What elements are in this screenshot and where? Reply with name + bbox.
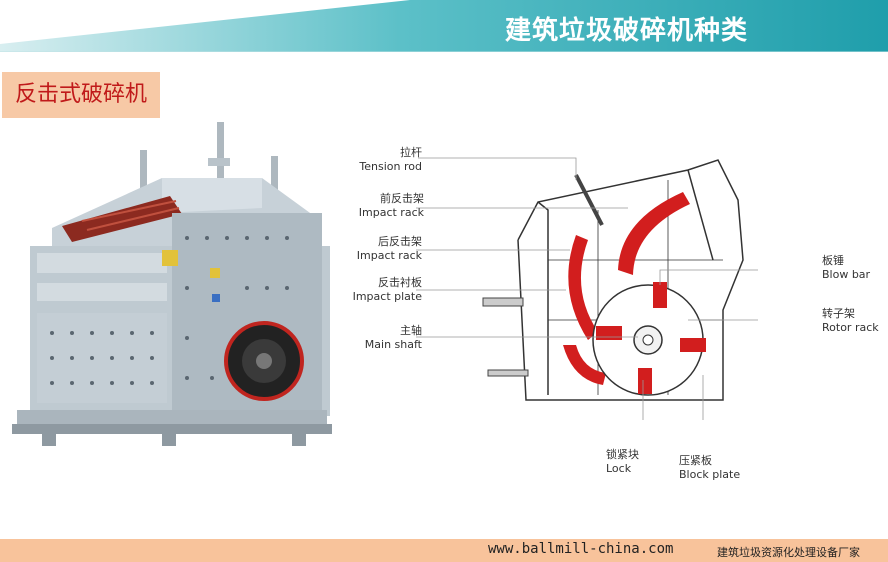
impact-crusher-diagram xyxy=(416,157,758,420)
label-main-shaft: 主轴 Main shaft xyxy=(364,324,422,351)
label-impact-plate: 反击衬板 Impact plate xyxy=(352,276,422,303)
page-title: 建筑垃圾破碎机种类 xyxy=(504,16,748,46)
label-blow-bar: 板锤 Blow bar xyxy=(822,254,871,281)
label-rear-impact-rack: 后反击架 Impact rack xyxy=(356,235,422,262)
header-band xyxy=(0,0,888,52)
section-title: 反击式破碎机 xyxy=(2,72,160,118)
label-front-impact-rack: 前反击架 Impact rack xyxy=(358,192,424,219)
label-rotor-rack: 转子架 Rotor rack xyxy=(822,307,879,334)
label-block-plate: 压紧板 Block plate xyxy=(679,454,741,481)
footer-url: www.ballmill-china.com xyxy=(488,541,674,557)
footer-subtitle: 建筑垃圾资源化处理设备厂家 xyxy=(717,546,860,559)
footer-bar: www.ballmill-china.com 建筑垃圾资源化处理设备厂家 xyxy=(0,539,888,562)
label-tension-rod: 拉杆 Tension rod xyxy=(359,146,422,173)
impact-crusher-image xyxy=(12,122,332,446)
label-lock: 锁紧块 Lock xyxy=(606,448,639,475)
